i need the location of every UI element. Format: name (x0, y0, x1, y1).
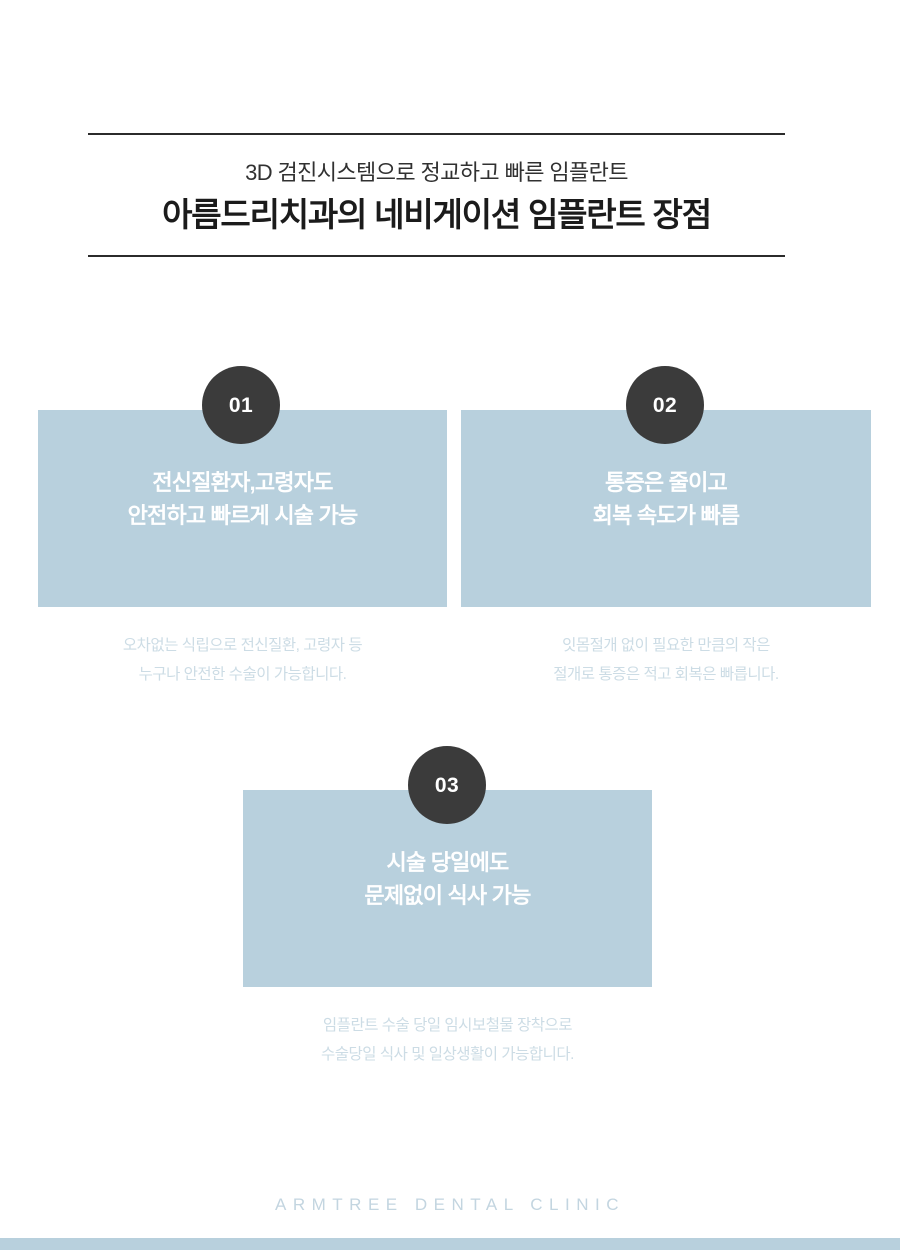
card-number-badge-02: 02 (626, 366, 704, 444)
footer-accent-bar (0, 1238, 900, 1250)
page-subtitle: 3D 검진시스템으로 정교하고 빠른 임플란트 (245, 160, 628, 185)
card-number-label: 01 (228, 393, 254, 417)
page-header: 3D 검진시스템으로 정교하고 빠른 임플란트 아름드리치과의 네비게이션 임플… (88, 133, 785, 257)
card-heading: 통증은 줄이고 회복 속도가 빠름 (592, 469, 741, 528)
card-caption: 오차없는 식립으로 전신질환, 고령자 등 누구나 안전한 수술이 가능합니다. (122, 637, 363, 683)
header-top-divider (88, 133, 785, 135)
card-number-badge-01: 01 (202, 366, 280, 444)
card-heading: 시술 당일에도 문제없이 식사 가능 (364, 849, 531, 908)
card-caption: 잇몸절개 없이 필요한 만큼의 작은 절개로 통증은 적고 회복은 빠릅니다. (553, 637, 779, 683)
footer-brand-text: ARMTREE DENTAL CLINIC (275, 1195, 625, 1214)
header-text-group: 3D 검진시스템으로 정교하고 빠른 임플란트 아름드리치과의 네비게이션 임플… (88, 135, 785, 255)
card-number-label: 03 (434, 773, 460, 797)
header-bottom-divider (88, 254, 785, 257)
page-title: 아름드리치과의 네비게이션 임플란트 장점 (162, 195, 712, 233)
card-caption: 임플란트 수술 당일 임시보철물 장착으로 수술당일 식사 및 일상생활이 가능… (321, 1017, 574, 1063)
card-number-badge-03: 03 (408, 746, 486, 824)
card-number-label: 02 (652, 393, 678, 417)
card-heading: 전신질환자,고령자도 안전하고 빠르게 시술 가능 (127, 469, 359, 528)
